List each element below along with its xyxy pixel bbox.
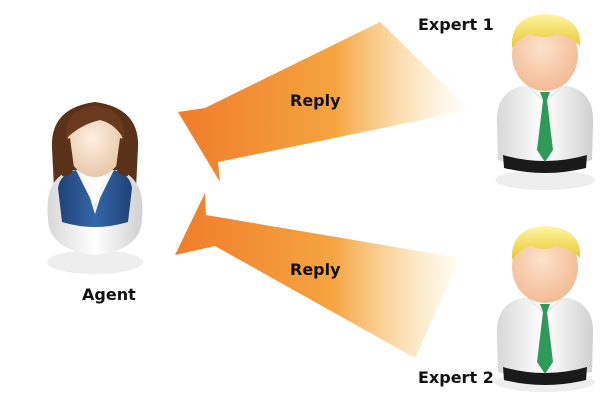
agent-label: Agent bbox=[82, 285, 136, 304]
male-person-icon bbox=[495, 14, 595, 190]
reply-arrow-1 bbox=[178, 22, 470, 182]
reply-2-label: Reply bbox=[290, 260, 341, 279]
reply-1-label: Reply bbox=[290, 91, 341, 110]
expert-1-label: Expert 1 bbox=[418, 15, 494, 34]
expert-2-label: Expert 2 bbox=[418, 368, 494, 387]
male-person-icon bbox=[495, 226, 595, 392]
reply-arrow-2 bbox=[175, 193, 460, 358]
female-person-icon bbox=[47, 102, 143, 274]
